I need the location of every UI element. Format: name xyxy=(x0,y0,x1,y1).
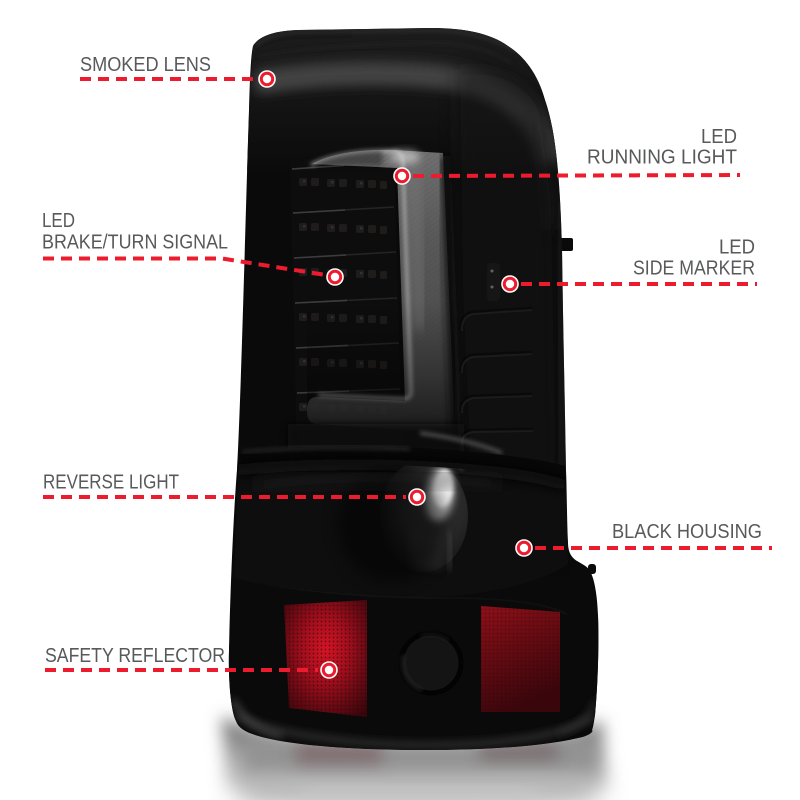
svg-text:SMOKED LENS: SMOKED LENS xyxy=(80,54,211,76)
svg-text:BRAKE/TURN SIGNAL: BRAKE/TURN SIGNAL xyxy=(42,232,228,254)
svg-text:REVERSE LIGHT: REVERSE LIGHT xyxy=(43,472,179,494)
svg-text:SAFETY REFLECTOR: SAFETY REFLECTOR xyxy=(45,645,225,667)
svg-text:RUNNING LIGHT: RUNNING LIGHT xyxy=(587,147,737,169)
svg-text:LED: LED xyxy=(719,237,755,259)
svg-text:LED: LED xyxy=(42,210,75,232)
svg-text:LED: LED xyxy=(701,126,737,148)
svg-text:BLACK HOUSING: BLACK HOUSING xyxy=(612,521,762,543)
svg-text:SIDE MARKER: SIDE MARKER xyxy=(633,258,755,280)
